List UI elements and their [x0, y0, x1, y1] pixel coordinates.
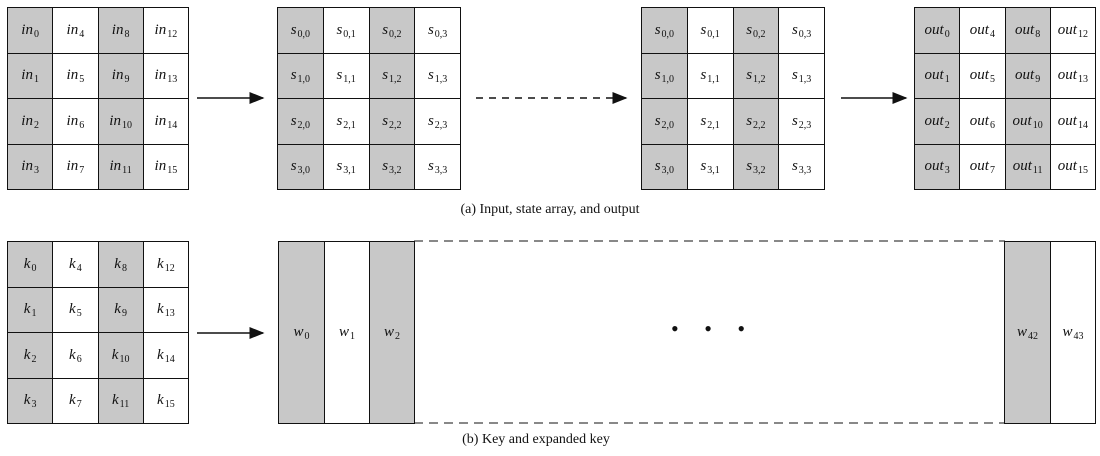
- ellipsis: • • •: [671, 316, 756, 341]
- caption-a: (a) Input, state array, and output: [460, 202, 640, 217]
- caption-b: (b) Key and expanded key: [462, 432, 610, 447]
